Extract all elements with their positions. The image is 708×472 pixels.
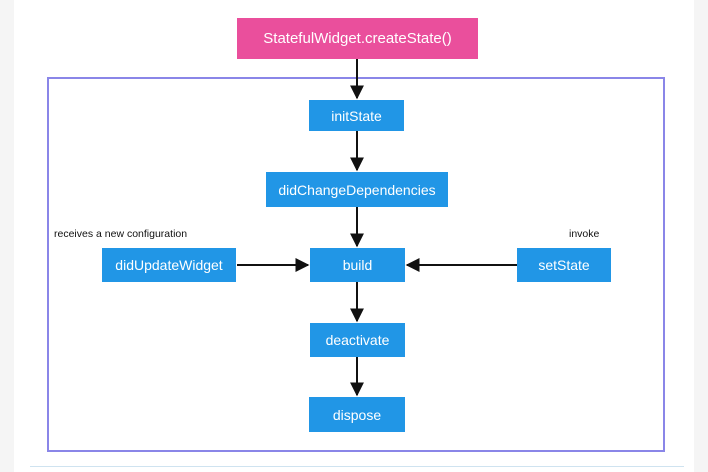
bottom-divider — [30, 466, 684, 467]
init-state-node: initState — [309, 100, 404, 131]
invoke-label: invoke — [569, 228, 600, 240]
did-update-widget-node: didUpdateWidget — [102, 248, 236, 282]
deactivate-node: deactivate — [310, 323, 405, 357]
create-state-node: StatefulWidget.createState() — [237, 18, 478, 59]
set-state-node: setState — [517, 248, 611, 282]
dispose-node: dispose — [309, 397, 405, 432]
build-node: build — [310, 248, 405, 282]
receives-config-label: receives a new configuration — [54, 228, 188, 240]
did-change-dependencies-node: didChangeDependencies — [266, 172, 448, 207]
